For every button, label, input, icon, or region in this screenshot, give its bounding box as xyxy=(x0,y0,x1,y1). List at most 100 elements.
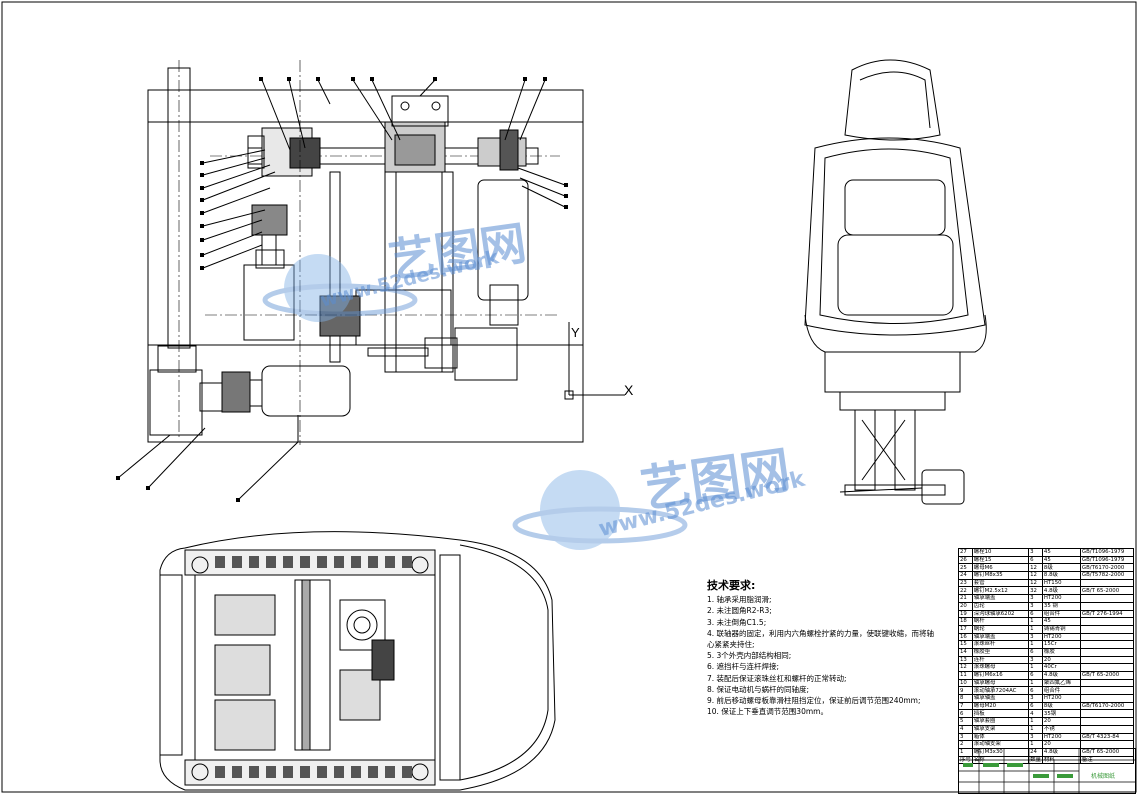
bom-cell: 4 xyxy=(1028,709,1043,719)
bom-cell xyxy=(1079,686,1135,696)
bom-cell: 15 xyxy=(958,640,973,649)
bom-cell: 蜗杆 xyxy=(971,617,1030,626)
bom-cell: 组合件 xyxy=(1041,609,1081,619)
bom-cell: GB/T 4323-84 xyxy=(1079,732,1135,742)
bom-cell: 45 xyxy=(1041,555,1081,565)
bom-cell: 17 xyxy=(958,624,973,634)
bom-cell: 套管 xyxy=(971,578,1030,588)
bom-cell: 6 xyxy=(1028,671,1043,680)
bom-cell: 6 xyxy=(1028,555,1043,565)
bom-cell: 21 xyxy=(958,594,973,603)
bom-cell: 1 xyxy=(1028,617,1043,626)
bom-cell: 7 xyxy=(958,701,973,711)
bom-cell: 40Cr xyxy=(1041,663,1081,672)
bom-cell: GB/T6170-2000 xyxy=(1079,563,1135,573)
title-block: 机械图纸 xyxy=(958,748,1136,794)
bom-cell: 3 xyxy=(1028,655,1043,665)
bom-cell: 1 xyxy=(1028,717,1043,726)
bom-cell: 22 xyxy=(958,586,973,596)
bom-cell xyxy=(1079,717,1135,726)
bom-cell: HT200 xyxy=(1041,732,1081,742)
bom-cell: 挡板 xyxy=(971,709,1030,719)
bom-cell: 3 xyxy=(1028,601,1043,611)
bom-cell xyxy=(1079,663,1135,672)
bom-cell: 4 xyxy=(958,724,973,734)
bom-cell: 20 xyxy=(958,601,973,611)
bom-cell xyxy=(1079,709,1135,719)
bom-cell: 铸锡青铜 xyxy=(1041,624,1081,634)
bom-cell: 4.8级 xyxy=(1041,671,1081,680)
tech-requirement-item: 6. 遮挡杆与连杆焊接; xyxy=(707,662,780,672)
tech-requirement-item: 4. 联轴器的固定，利用内六角螺栓拧紧的力量，使联键收缩，而将轴心紧紧夹持住; xyxy=(707,628,935,650)
bom-cell: 1 xyxy=(1028,640,1043,649)
bom-cell: 滚珠丝杆 xyxy=(971,640,1030,649)
bom-cell: 45 xyxy=(1041,617,1081,626)
bom-cell: 9 xyxy=(958,686,973,696)
bom-cell: 螺钉M8x35 xyxy=(971,571,1030,580)
seat-side-view xyxy=(804,59,987,505)
bom-cell xyxy=(1079,724,1135,734)
bom-cell: 16 xyxy=(958,632,973,642)
bom-cell: 轴承支架 xyxy=(971,724,1030,734)
bom-cell xyxy=(1079,694,1135,703)
tech-requirement-item: 1. 轴承采用脂润滑; xyxy=(707,595,772,605)
tech-requirement-item: 10. 保证上下垂直调节范围30mm。 xyxy=(707,707,828,717)
bom-cell: 27 xyxy=(958,548,973,557)
bom-cell xyxy=(1079,640,1135,649)
bom-cell: 18 xyxy=(958,617,973,626)
bom-cell: 4.8级 xyxy=(1041,586,1081,596)
bom-cell: 24 xyxy=(958,571,973,580)
bom-cell: 1 xyxy=(1028,724,1043,734)
tech-requirement-item: 9. 前后移动螺母板靠滑柱阻挡定位，保证前后调节范围240mm; xyxy=(707,696,921,706)
bom-cell: 不锈 xyxy=(1041,724,1081,734)
tech-requirement-item: 2. 未注圆角R2-R3; xyxy=(707,606,772,616)
bom-cell: 3 xyxy=(1028,694,1043,703)
bom-cell: 8级 xyxy=(1041,701,1081,711)
bom-cell: 35 钢 xyxy=(1041,601,1081,611)
bom-cell: 23 xyxy=(958,578,973,588)
axis-x-label: X xyxy=(624,382,634,398)
bom-cell: 轴承轴盖 xyxy=(971,694,1030,703)
bom-cell: 螺栓15 xyxy=(971,555,1030,565)
bom-cell: 20 xyxy=(1041,655,1081,665)
leader-dots xyxy=(116,77,568,502)
bom-cell: 箱体 xyxy=(971,732,1030,742)
bom-cell: HT200 xyxy=(1041,694,1081,703)
bom-cell: 3 xyxy=(1028,548,1043,557)
tech-requirement-item: 8. 保证电动机与蜗杆的同轴度; xyxy=(707,684,810,694)
bom-cell: GB/T6170-2000 xyxy=(1079,701,1135,711)
bom-cell: 5 xyxy=(958,717,973,726)
seat-top-view xyxy=(159,531,556,791)
track-pattern xyxy=(215,556,412,778)
bom-cell: 15Cr xyxy=(1041,640,1081,649)
bom-cell: GB/T1096-1979 xyxy=(1079,548,1135,557)
bom-cell: 3 xyxy=(958,732,973,742)
bom-cell: 螺母M6 xyxy=(971,563,1030,573)
bom-cell: GB/T5782-2000 xyxy=(1079,571,1135,580)
bom-cell: 8级 xyxy=(1041,563,1081,573)
bom-cell: 齿轮 xyxy=(971,601,1030,611)
bom-cell: 螺母M20 xyxy=(971,701,1030,711)
watermark-logo-2 xyxy=(512,470,688,550)
bom-cell: 6 xyxy=(1028,609,1043,619)
bom-cell: 3 xyxy=(1028,594,1043,603)
front-section-view xyxy=(117,60,625,501)
